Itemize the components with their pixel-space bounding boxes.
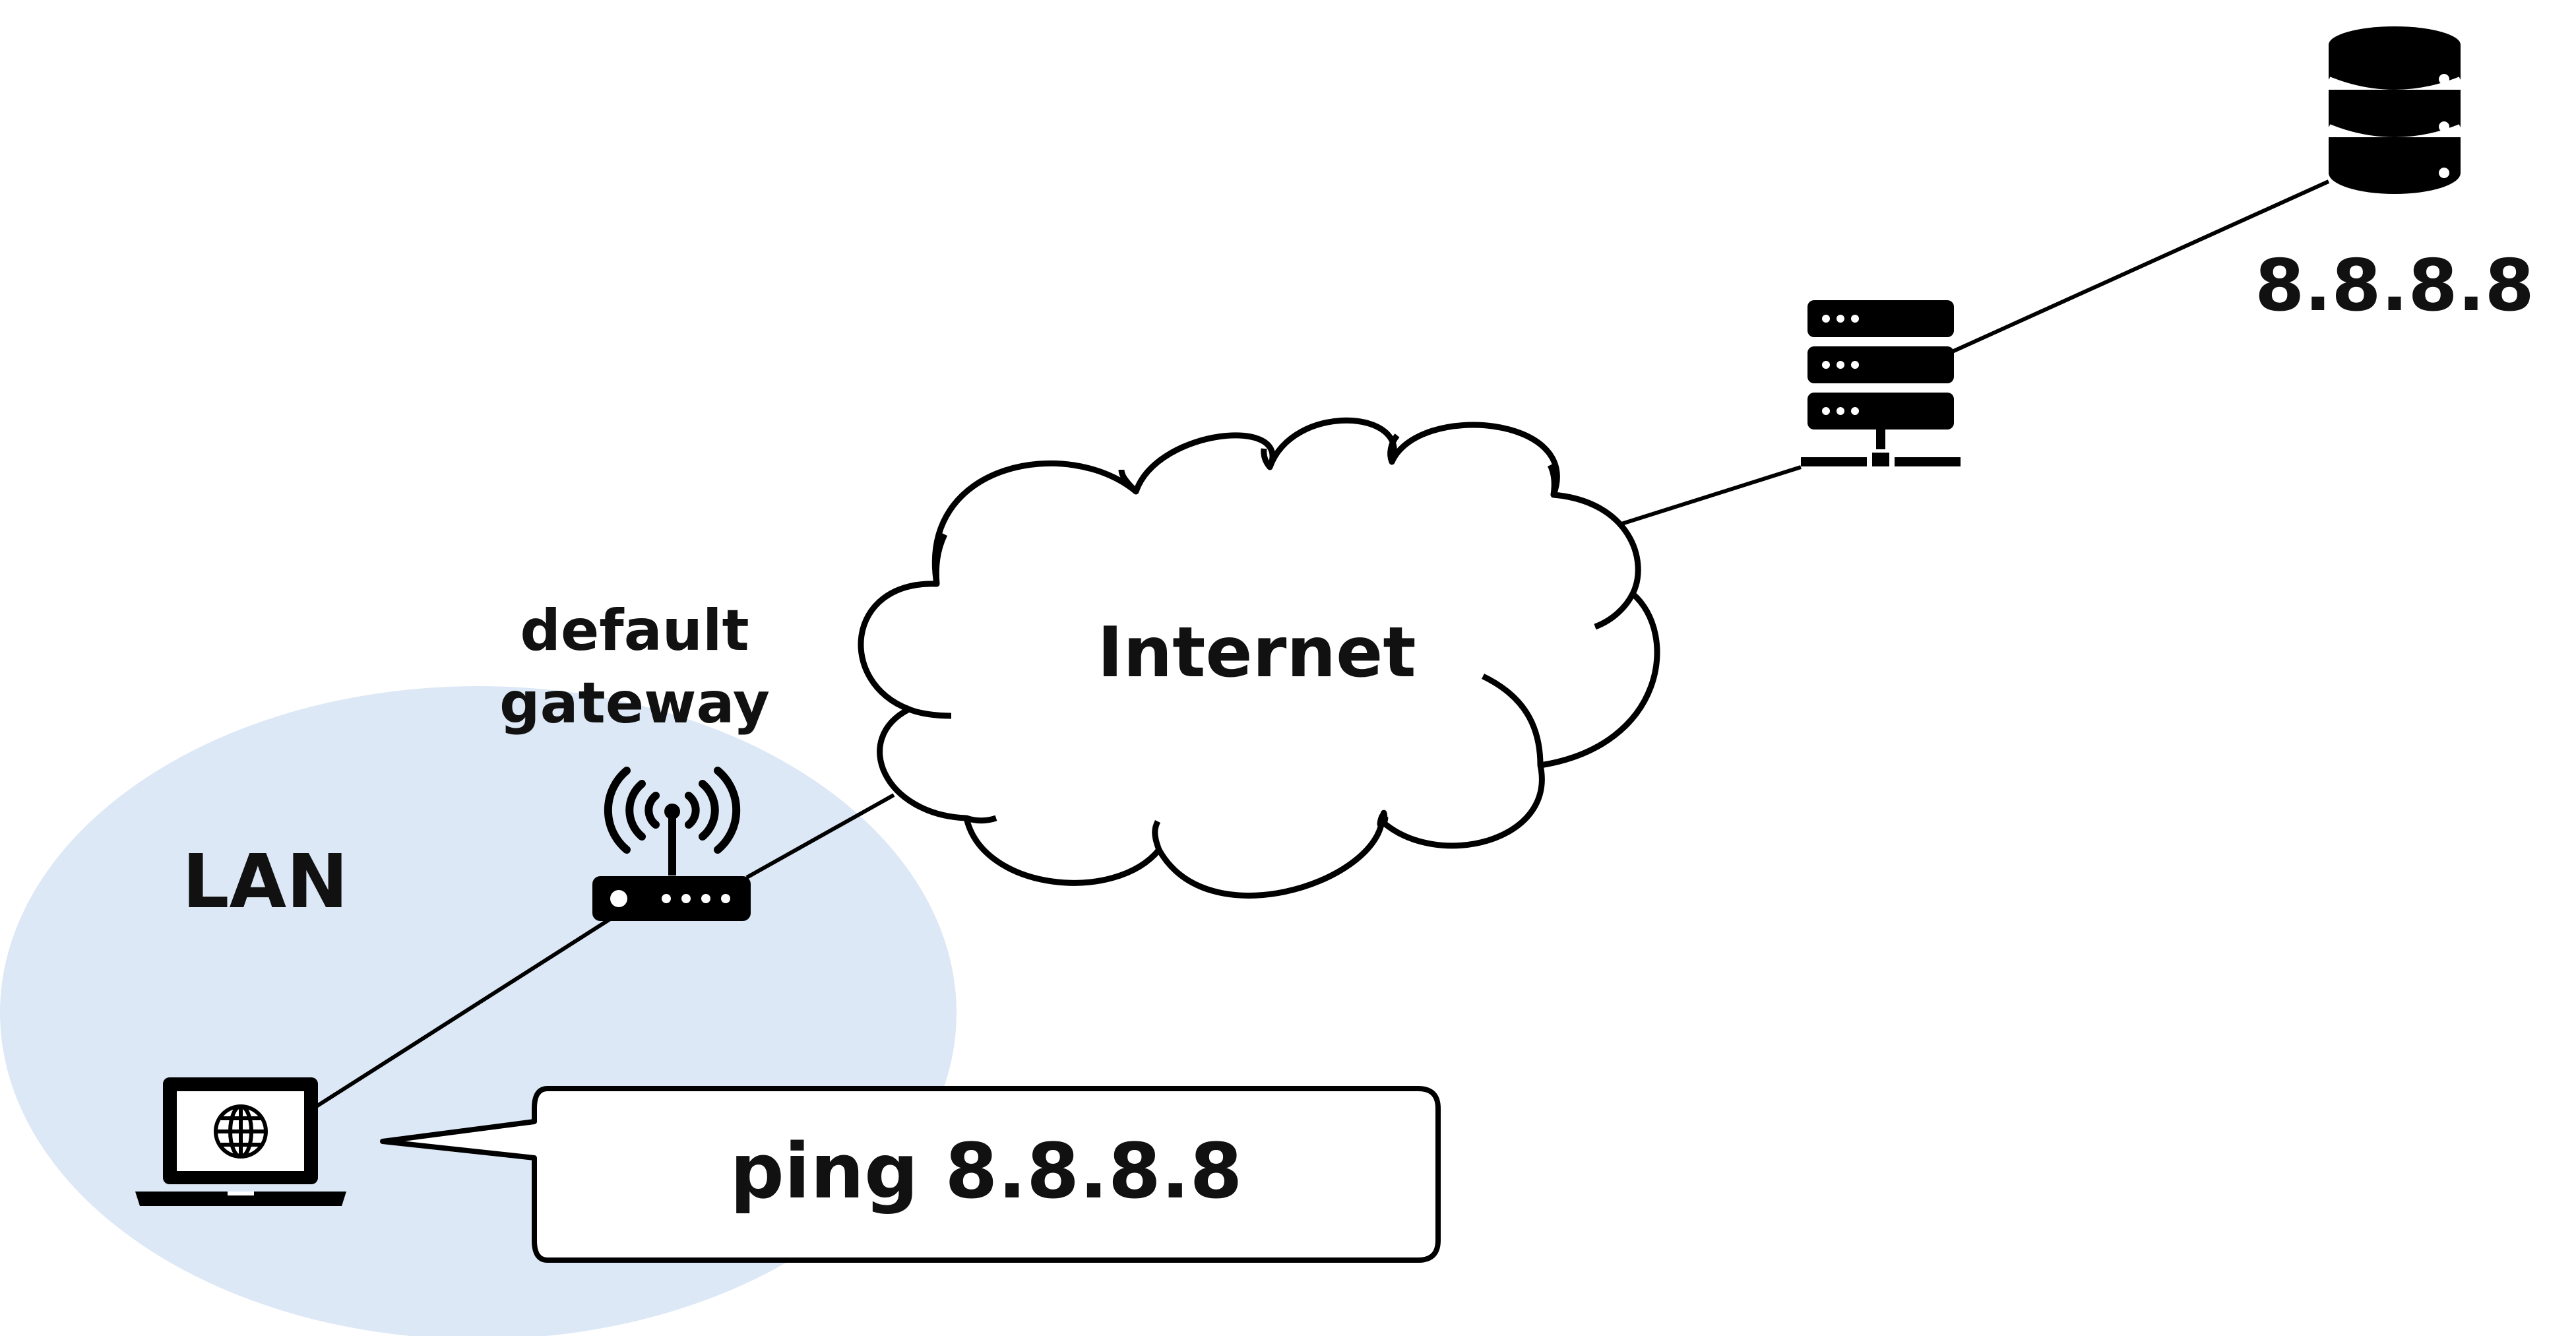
link-server-database <box>1948 179 2330 355</box>
server-rack-icon <box>1801 300 1961 466</box>
ping-command: ping 8.8.8.8 <box>730 1128 1242 1216</box>
destination-label: 8.8.8.8 <box>2255 245 2534 327</box>
database-icon <box>2327 26 2463 194</box>
lan-label: LAN <box>182 839 348 925</box>
link-laptop-router <box>314 917 612 1109</box>
wifi-router-icon <box>592 767 751 921</box>
speech-bubble <box>380 1086 1441 1263</box>
router-label-line2: gateway <box>499 670 770 736</box>
cloud-label: Internet <box>1097 612 1416 693</box>
cloud-icon <box>858 417 1660 899</box>
network-links <box>314 179 2330 1109</box>
link-router-cloud <box>745 793 895 879</box>
globe-icon <box>214 1104 268 1159</box>
link-cloud-server <box>1619 465 1802 526</box>
router-label-line1: default <box>520 598 749 664</box>
